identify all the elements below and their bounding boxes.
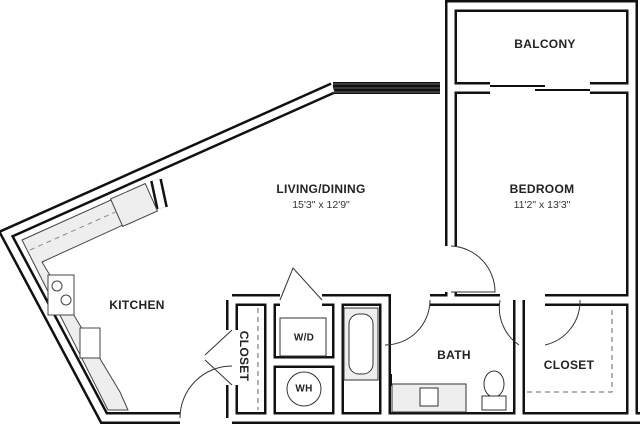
kitchen-label: KITCHEN: [109, 298, 165, 312]
door-swings: [179, 245, 581, 419]
kitchen-counter: [21, 182, 159, 411]
water-heater-label: WH: [295, 383, 313, 395]
bathroom-fixtures: [343, 307, 507, 413]
living-dining-label: LIVING/DINING: [276, 182, 366, 196]
closet-right-label: CLOSET: [543, 358, 595, 372]
washer-dryer-label: W/D: [293, 332, 315, 344]
bedroom-size: 11'2" x 13'3": [513, 199, 571, 211]
living-dining-size: 15'3" x 12'9": [292, 199, 350, 211]
closet-shelves: [257, 308, 613, 410]
closet-left-label: CLOSET: [237, 330, 251, 382]
appliances: [279, 317, 327, 407]
sliding-door: [490, 85, 590, 91]
balcony-label: BALCONY: [514, 37, 576, 51]
bath-label: BATH: [437, 348, 471, 362]
window: [333, 83, 440, 93]
bedroom-label: BEDROOM: [509, 182, 575, 196]
